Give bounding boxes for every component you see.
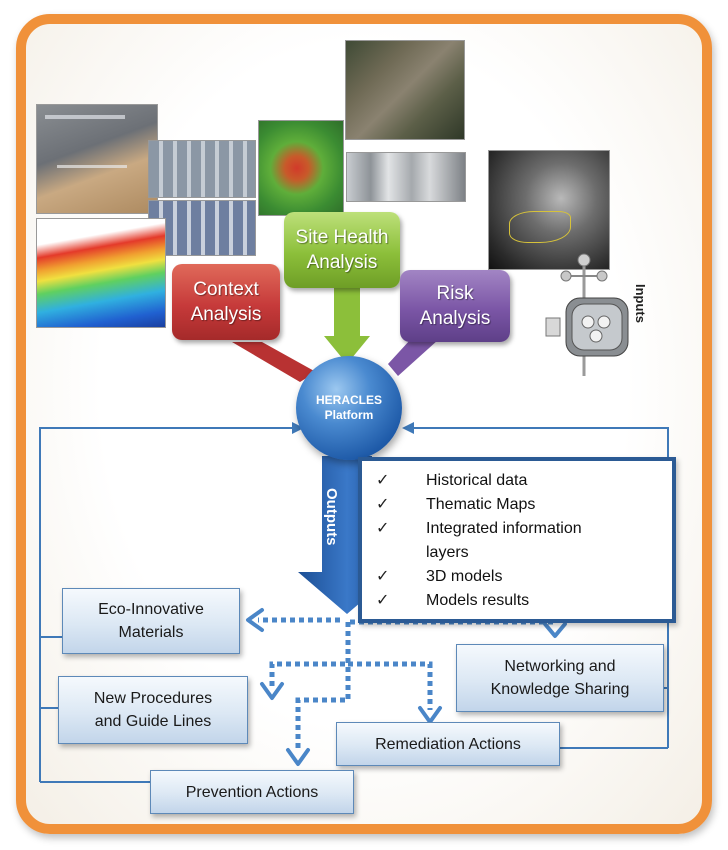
checklist-item-continuation: layers (376, 541, 666, 565)
check-mark-icon: ✓ (376, 496, 390, 513)
check-mark-icon: ✓ (376, 592, 390, 609)
context-analysis-line2: Analysis (190, 304, 262, 325)
context-analysis-line1: Context (193, 279, 259, 300)
procedures-box-line1: New Procedures (93, 690, 213, 707)
weather-station-icon (536, 248, 636, 378)
checklist-item-text: 3D models (426, 568, 503, 585)
eco-box-line1: Eco-Innovative (98, 601, 204, 618)
outputs-checklist: ✓ Historical data ✓ Thematic Maps ✓ Integra… (358, 457, 676, 623)
platform-name: HERACLES (315, 393, 382, 407)
check-mark-icon: ✓ (376, 520, 390, 537)
check-mark-icon: ✓ (376, 568, 390, 585)
checklist-item-text: layers (426, 544, 469, 561)
satellite-image (345, 40, 465, 140)
heracles-platform-node: HERACLES Platform (296, 356, 402, 460)
site-health-analysis-line2: Analysis (306, 252, 378, 273)
checklist-item-text: Historical data (426, 472, 528, 489)
terrain-3d-model-image (36, 218, 166, 328)
site-health-pointer (324, 286, 370, 364)
lab-equipment-image (346, 152, 466, 202)
checklist-item: ✓ Models results (376, 589, 666, 613)
networking-box-line2: Knowledge Sharing (490, 681, 630, 698)
context-pointer (232, 342, 316, 382)
left-feedback-line (39, 427, 292, 782)
eco-box-line2: Materials (118, 624, 184, 641)
checklist-item: ✓ Integrated information (376, 517, 666, 541)
checklist-item: ✓ Historical data (376, 469, 666, 493)
urban-grid-image-bottom (148, 200, 256, 256)
networking-box-line1: Networking and (504, 658, 616, 675)
checklist-item: ✓ Thematic Maps (376, 493, 666, 517)
check-mark-icon: ✓ (376, 472, 390, 489)
remediation-actions-box: Remediation Actions (336, 722, 560, 766)
outputs-label: Outputs (323, 488, 340, 546)
checklist-item-text: Models results (426, 592, 530, 609)
urban-grid-image-top (148, 140, 256, 198)
geology-diagram-image (36, 104, 158, 214)
risk-analysis-line1: Risk (436, 283, 474, 304)
weather-satellite-image (488, 150, 610, 270)
risk-analysis-line2: Analysis (419, 308, 491, 329)
checklist-item-text: Thematic Maps (426, 496, 536, 513)
site-health-analysis-line1: Site Health (295, 227, 389, 248)
prevention-actions-box: Prevention Actions (150, 770, 354, 814)
new-procedures-box: New Procedures and Guide Lines (58, 676, 248, 744)
vegetation-index-map-image (258, 120, 344, 216)
right-feedback-line (412, 427, 669, 748)
risk-pointer (388, 340, 438, 376)
procedures-box-line2: and Guide Lines (94, 713, 212, 730)
remediation-box-label: Remediation Actions (375, 735, 521, 753)
prevention-box-label: Prevention Actions (185, 783, 319, 801)
checklist-item-text: Integrated information (426, 520, 582, 537)
platform-subtitle: Platform (324, 408, 374, 422)
checklist-item: ✓ 3D models (376, 565, 666, 589)
